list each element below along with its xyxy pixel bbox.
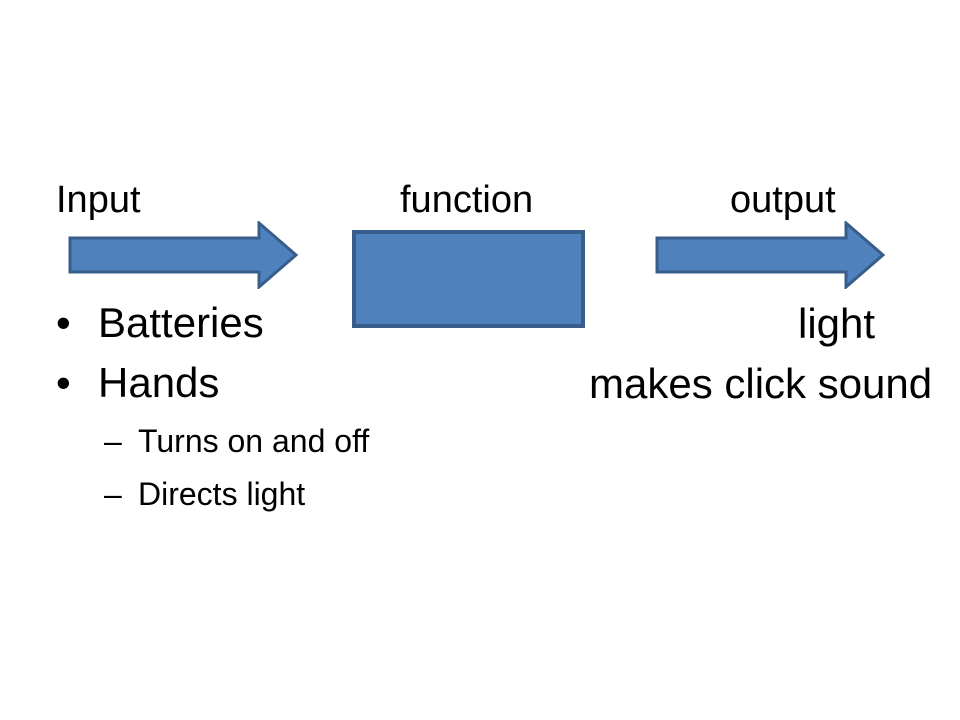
sub-bullet-item-turns-on-off: – Turns on and off — [104, 425, 369, 457]
right-arrow-output-shape — [655, 221, 885, 289]
dash-marker: – — [104, 476, 122, 512]
output-label: output — [730, 179, 836, 221]
function-label: function — [400, 179, 534, 221]
bullet-marker: • — [56, 299, 71, 346]
right-arrow-icon — [655, 221, 885, 289]
bullet-item-hands: • Hands — [56, 362, 219, 404]
input-label: Input — [56, 179, 141, 221]
right-arrow-icon — [68, 221, 298, 289]
bullet-item-batteries: • Batteries — [56, 302, 264, 344]
bullet-marker: • — [56, 359, 71, 406]
dash-marker: – — [104, 423, 122, 459]
function-box-shape — [352, 230, 585, 328]
output-click-sound-text: makes click sound — [589, 360, 933, 407]
bullet-item-text: Hands — [98, 359, 220, 406]
right-arrow-input-shape — [68, 221, 298, 289]
sub-bullet-item-directs-light: – Directs light — [104, 478, 305, 510]
output-light-text: light — [798, 300, 876, 347]
sub-bullet-item-text: Turns on and off — [138, 423, 370, 459]
sub-bullet-item-text: Directs light — [138, 476, 306, 512]
bullet-item-text: Batteries — [98, 299, 264, 346]
